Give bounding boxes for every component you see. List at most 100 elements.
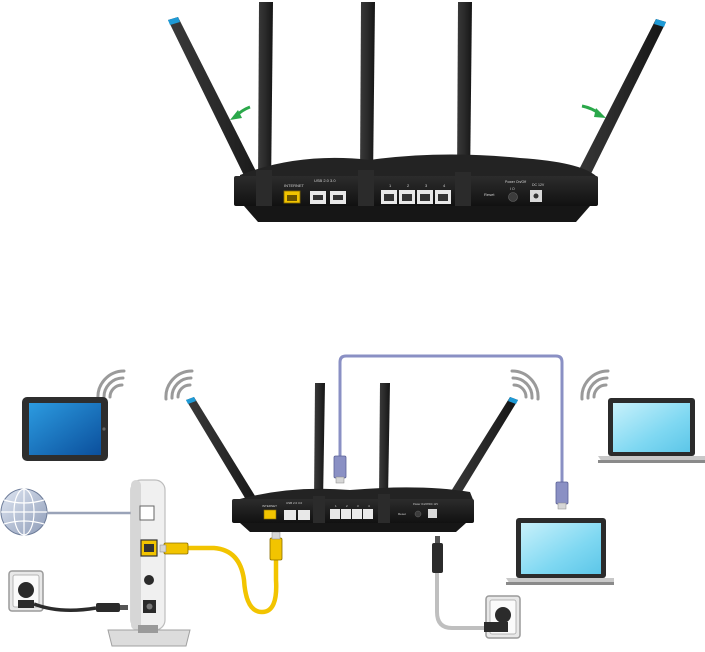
lan-cable-plug-laptop [555, 481, 569, 505]
top-internet-port-inner [287, 195, 297, 201]
bottom-dc-jack [428, 509, 437, 518]
modem-button [144, 575, 154, 585]
top-usb-port-2-inner [333, 195, 343, 200]
bottom-lan-port [363, 509, 373, 519]
bottom-internet-label: INTERNET [262, 504, 277, 508]
top-power-switch-symbols: I O [510, 187, 515, 191]
antenna-center-right [457, 2, 472, 185]
antenna-far-right [443, 397, 518, 508]
top-usb-label: USB 2.0 3.0 [314, 178, 336, 183]
modem-coax-port [139, 505, 155, 521]
internet-cable-plug-router-tip [271, 531, 281, 540]
bottom-usb-label: USB 2.0 3.0 [286, 501, 303, 505]
bottom-power-switch-label: Power On/Off [413, 502, 429, 506]
bottom-router-shell [236, 487, 474, 502]
bottom-lan-number: 4 [368, 504, 370, 508]
top-lan-port-inner [438, 194, 448, 201]
top-lan-port-inner [384, 194, 394, 201]
modem [107, 479, 191, 647]
modem-power-plug-tip [120, 605, 128, 610]
bottom-lan-number: 3 [357, 504, 359, 508]
bottom-lan-port [330, 509, 340, 519]
router-power-cable [435, 573, 490, 630]
rotate-arrow-left-head [230, 110, 242, 120]
modem-stand [107, 629, 191, 647]
bottom-power-button [414, 510, 422, 518]
modem-ethernet-port-inner [144, 544, 154, 552]
laptop-icon-top [598, 398, 705, 463]
bottom-lan-port [352, 509, 362, 519]
antenna-center-base [378, 494, 390, 523]
router-power-plug-tip [435, 536, 440, 544]
antenna-far-left [168, 17, 268, 200]
wifi-signal-laptop [580, 369, 610, 401]
bottom-lan-ports: 1 2 3 4 [330, 504, 373, 519]
top-router-antennas [168, 2, 666, 200]
router-power-adapter [432, 536, 490, 630]
internet-cable [186, 545, 279, 615]
antenna-far-left [186, 397, 260, 508]
antenna-center-left [360, 2, 375, 180]
antenna-center [379, 383, 390, 498]
bottom-internet-port [263, 509, 277, 520]
bottom-router-antennas [186, 383, 518, 508]
top-lan-number: 1 [389, 183, 392, 188]
antenna-far-right-tip [654, 19, 666, 27]
top-router-base [244, 206, 590, 222]
top-lan-port-inner [420, 194, 430, 201]
top-lan-number: 4 [443, 183, 446, 188]
modem-side [131, 480, 141, 630]
top-internet-label: INTERNET [284, 183, 305, 188]
top-usb-port-1-inner [313, 195, 323, 200]
lan-cable-plug-laptop-tip [557, 502, 567, 510]
power-outlet-icon-left [8, 570, 44, 612]
antenna-left [258, 2, 273, 190]
lan-cable [338, 354, 564, 482]
laptop-icon-bottom [506, 518, 614, 585]
power-outlet-icon-right [484, 595, 521, 639]
router-power-plug [432, 543, 443, 573]
antenna-left-base [313, 496, 325, 523]
bottom-usb-port [298, 510, 310, 520]
antenna-left-base [256, 170, 272, 206]
antenna-center-right-base [455, 172, 471, 206]
internet-cable-plug-router [269, 537, 283, 561]
bottom-reset-label: Reset [398, 512, 406, 516]
modem-stand-neck [138, 625, 158, 633]
antenna-far-right-tip [508, 397, 518, 404]
top-lan-port-inner [402, 194, 412, 201]
bottom-lan-port [341, 509, 351, 519]
antenna-far-left-tip [168, 17, 180, 25]
wifi-signal-tablet [96, 369, 126, 401]
antenna-far-left-tip [186, 397, 196, 404]
antenna-center-left-base [358, 170, 374, 206]
modem-power-jack-hole [146, 603, 153, 610]
globe-icon [0, 488, 48, 536]
wifi-signal-router-right [510, 369, 540, 401]
rotate-arrow-right-head [594, 108, 606, 118]
modem-power-cable [33, 602, 97, 612]
top-lan-number: 3 [425, 183, 428, 188]
top-dc-label: DC 12V [532, 183, 545, 187]
antenna-far-right [566, 19, 666, 200]
wifi-signal-router-left [164, 369, 194, 401]
antenna-left [314, 383, 325, 502]
top-lan-number: 2 [407, 183, 410, 188]
bottom-router: INTERNET USB 2.0 3.0 1 2 3 4 Reset Power… [232, 487, 474, 532]
bottom-usb-port [284, 510, 296, 520]
internet-cable-plug-modem-tip [159, 544, 167, 553]
lan-cable-plug-router-tip [335, 476, 345, 484]
top-power-button [508, 192, 518, 202]
bottom-lan-number: 1 [335, 504, 337, 508]
bottom-router-base [240, 523, 466, 532]
bottom-dc-label: DC 12V [429, 502, 438, 506]
lan-cable-plug-router [333, 455, 347, 479]
tablet-icon [22, 397, 108, 461]
internet-cable-plug-modem [163, 542, 189, 555]
top-lan-ports: 1 2 3 4 [381, 183, 451, 204]
top-dc-jack-hole [533, 193, 539, 199]
top-power-switch-label: Power On/Off [505, 180, 526, 184]
bottom-lan-number: 2 [346, 504, 348, 508]
modem-power-plug [96, 603, 120, 612]
